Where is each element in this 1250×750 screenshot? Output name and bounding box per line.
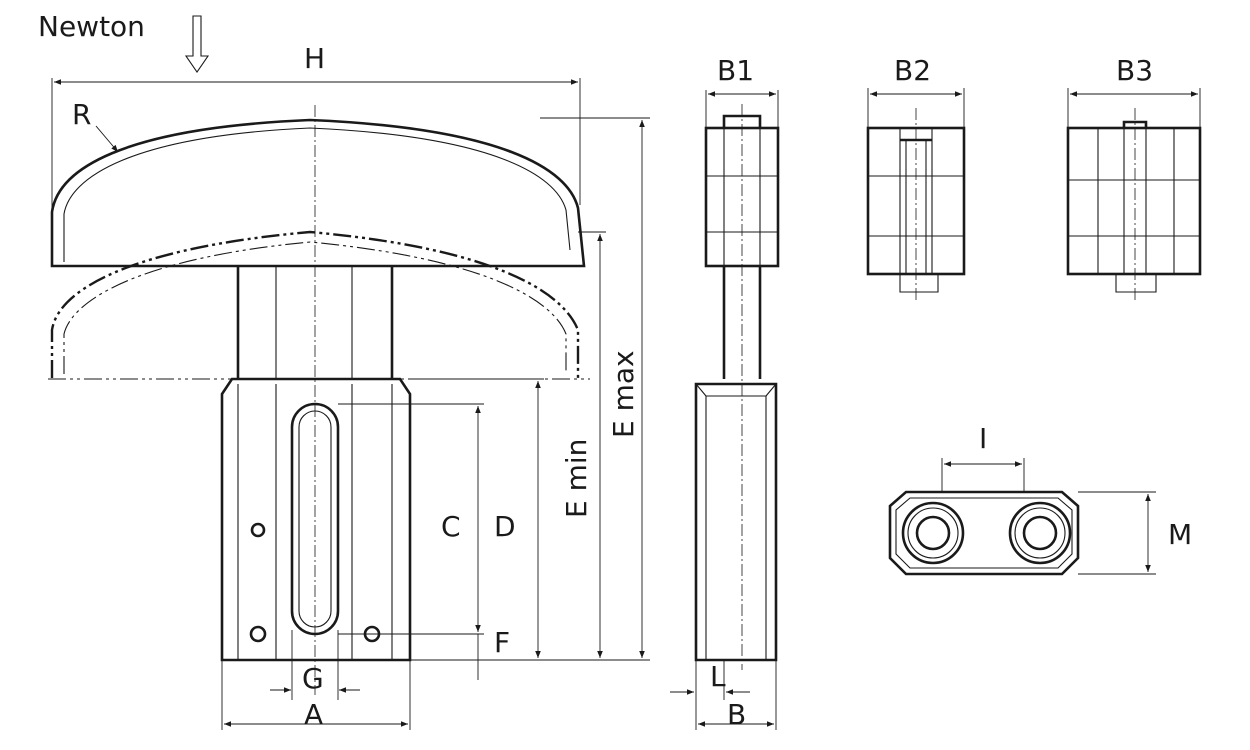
front-view: [48, 15, 650, 730]
side-view: [670, 90, 780, 730]
knob-outline: [50, 118, 586, 268]
force-arrow: [184, 15, 210, 73]
bottom-hole-left: [901, 501, 965, 565]
label-newton: Newton: [38, 10, 145, 43]
label-D: D: [494, 510, 516, 543]
knob-phantom-position: [50, 230, 580, 378]
label-L: L: [710, 660, 726, 693]
body-hole: [250, 522, 266, 538]
label-B1: B1: [717, 54, 754, 87]
b3-stub: [1115, 274, 1157, 293]
bottom-plate: [888, 490, 1080, 576]
label-G: G: [302, 662, 324, 695]
dim-R-leader: [95, 125, 119, 153]
label-B: B: [727, 698, 746, 731]
label-M: M: [1168, 518, 1192, 551]
b2-stub: [899, 274, 939, 293]
bottom-hole-right: [1008, 501, 1072, 565]
body-hole: [249, 625, 267, 643]
label-I: I: [979, 422, 987, 455]
label-B3: B3: [1116, 54, 1153, 87]
body-outline: [220, 377, 412, 662]
label-E-max: E max: [607, 350, 640, 438]
knob-inner-fillet: [63, 127, 571, 262]
label-E-min: E min: [560, 439, 593, 518]
side-body: [694, 382, 778, 662]
label-A: A: [304, 698, 323, 731]
b3-view: [1066, 88, 1202, 300]
label-C: C: [441, 510, 461, 543]
bottom-view: [888, 458, 1156, 576]
label-H: H: [304, 42, 325, 75]
knob-phantom-inner: [63, 241, 567, 374]
label-F: F: [494, 626, 510, 659]
label-R: R: [72, 98, 91, 131]
b2-view: [866, 88, 966, 300]
label-B2: B2: [894, 54, 931, 87]
